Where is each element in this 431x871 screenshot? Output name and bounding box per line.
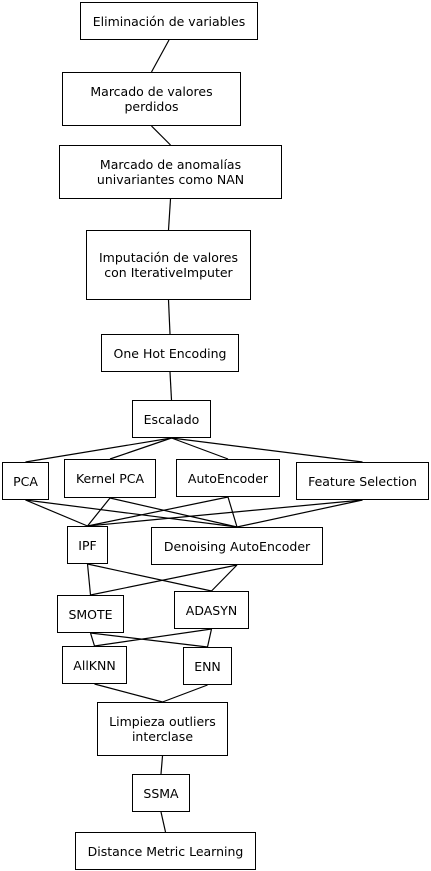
node-autoencoder: AutoEncoder — [176, 459, 280, 497]
node-limpieza-outliers: Limpieza outliers interclase — [97, 702, 228, 756]
edge-ipf-to-adasyn — [87, 563, 212, 592]
node-enn: ENN — [183, 647, 232, 685]
edge-enn-to-limpieza — [162, 684, 208, 703]
edge-limpieza-to-ssma — [160, 755, 164, 775]
edge-onehot-to-escalado — [169, 371, 173, 401]
edge-escalado-to-feature_selection — [171, 437, 363, 463]
node-feature-selection: Feature Selection — [296, 462, 429, 500]
edge-ipf-to-smote — [86, 563, 92, 596]
edge-pca-to-ipf — [25, 499, 88, 527]
node-eliminacion-variables: Eliminación de variables — [80, 2, 258, 40]
edge-denoising-to-adasyn — [211, 564, 238, 592]
node-denoising-autoencoder: Denoising AutoEncoder — [151, 527, 323, 565]
node-smote: SMOTE — [57, 595, 124, 633]
node-adasyn: ADASYN — [174, 591, 249, 629]
edge-escalado-to-kernel_pca — [109, 437, 172, 460]
edge-feature_selection-to-ipf — [87, 499, 363, 527]
node-distance-metric-learning: Distance Metric Learning — [75, 832, 256, 870]
node-imputacion: Imputación de valores con IterativeImput… — [86, 230, 251, 300]
edge-denoising-to-smote — [90, 564, 238, 596]
edge-feature_selection-to-denoising — [236, 499, 363, 528]
node-allknn: AllKNN — [62, 646, 127, 684]
edge-pca-to-denoising — [25, 499, 238, 528]
node-escalado: Escalado — [132, 400, 211, 438]
edge-eliminacion-to-marcado_perdidos — [150, 39, 170, 73]
edge-kernel_pca-to-ipf — [87, 497, 111, 527]
edge-adasyn-to-allknn — [94, 628, 212, 647]
edge-autoencoder-to-ipf — [87, 496, 229, 527]
edge-marcado_perdidos-to-marcado_anomalias — [151, 125, 171, 146]
edge-kernel_pca-to-denoising — [109, 497, 238, 528]
edge-allknn-to-limpieza — [94, 683, 163, 703]
edge-marcado_anomalias-to-imputacion — [167, 198, 172, 231]
node-marcado-valores-perdidos: Marcado de valores perdidos — [62, 72, 241, 126]
edge-smote-to-allknn — [89, 632, 96, 647]
edge-escalado-to-pca — [25, 437, 172, 463]
edge-escalado-to-autoencoder — [171, 437, 229, 460]
edge-ssma-to-dml — [160, 811, 167, 833]
edge-imputacion-to-onehot — [167, 299, 171, 335]
node-one-hot-encoding: One Hot Encoding — [101, 334, 239, 372]
node-pca: PCA — [2, 462, 49, 500]
node-ssma: SSMA — [132, 774, 190, 812]
node-marcado-anomalias: Marcado de anomalías univariantes como N… — [59, 145, 282, 199]
node-kernel-pca: Kernel PCA — [64, 459, 156, 498]
edge-smote-to-enn — [90, 632, 208, 648]
node-ipf: IPF — [67, 526, 108, 564]
edge-adasyn-to-enn — [206, 628, 213, 648]
